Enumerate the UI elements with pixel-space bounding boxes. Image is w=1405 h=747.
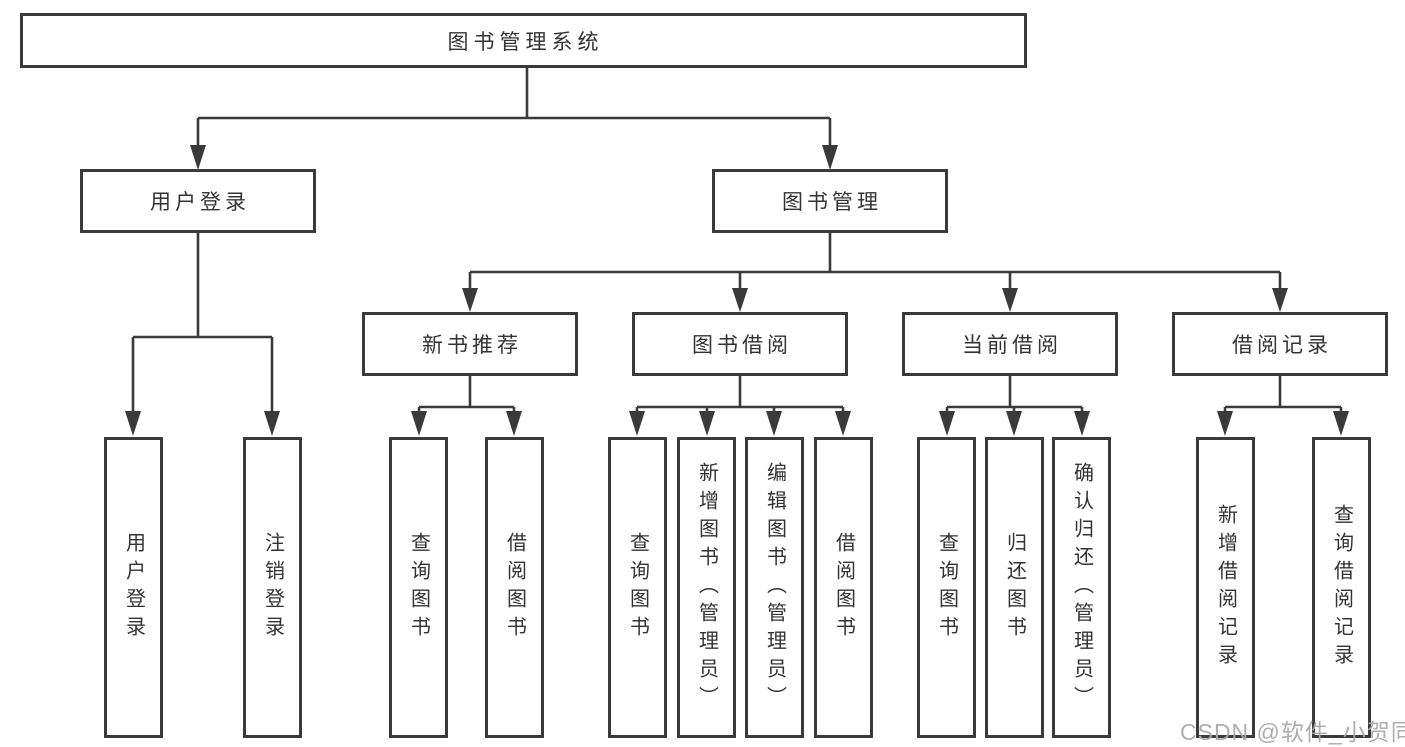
- csdn-watermark: CSDN @软件_小贺同学: [1180, 719, 1405, 745]
- leaf-user-login: 用户登录: [104, 437, 163, 738]
- leaf-logout-label: 注销登录: [261, 531, 284, 644]
- leaf-recommend-query-books: 查询图书: [389, 437, 448, 738]
- connector-borrow-to-leaves: [629, 376, 851, 436]
- leaf-recommend-borrow-books-label: 借阅图书: [503, 531, 526, 644]
- node-borrow-records: 借阅记录: [1172, 312, 1388, 376]
- leaf-query-borrow-record-label: 查询借阅记录: [1330, 503, 1353, 672]
- leaf-user-login-label: 用户登录: [122, 531, 145, 644]
- node-user-login: 用户登录: [80, 169, 316, 233]
- leaf-add-borrow-record-label: 新增借阅记录: [1214, 503, 1237, 672]
- leaf-add-books-admin: 新增图书（管理员）: [677, 437, 736, 738]
- node-book-management-label: 图书管理: [782, 191, 882, 214]
- node-new-book-recommend: 新书推荐: [362, 312, 578, 376]
- leaf-recommend-borrow-books: 借阅图书: [485, 437, 544, 738]
- leaf-current-query-books: 查询图书: [917, 437, 976, 738]
- leaf-confirm-return-admin: 确认归还（管理员）: [1052, 437, 1111, 738]
- node-new-book-recommend-label: 新书推荐: [422, 334, 522, 357]
- connector-current-to-leaves: [939, 376, 1090, 436]
- node-book-management: 图书管理: [712, 169, 948, 233]
- leaf-borrow-books: 借阅图书: [814, 437, 873, 738]
- leaf-return-books-label: 归还图书: [1003, 531, 1026, 644]
- node-borrow-records-label: 借阅记录: [1232, 334, 1332, 357]
- connector-recommend-to-leaves: [411, 376, 522, 436]
- node-user-login-label: 用户登录: [150, 191, 250, 214]
- connector-records-to-leaves: [1217, 376, 1349, 436]
- leaf-edit-books-admin: 编辑图书（管理员）: [745, 437, 804, 738]
- leaf-query-borrow-record: 查询借阅记录: [1312, 437, 1371, 738]
- leaf-add-borrow-record: 新增借阅记录: [1196, 437, 1255, 738]
- node-book-borrow: 图书借阅: [632, 312, 848, 376]
- leaf-return-books: 归还图书: [985, 437, 1044, 738]
- leaf-borrow-books-label: 借阅图书: [832, 531, 855, 644]
- node-book-borrow-label: 图书借阅: [692, 334, 792, 357]
- connector-login-to-leaves: [125, 233, 280, 436]
- leaf-add-books-admin-label: 新增图书（管理员）: [695, 461, 718, 714]
- leaf-borrow-query-books-label: 查询图书: [626, 531, 649, 644]
- node-root-label: 图书管理系统: [447, 30, 604, 54]
- leaf-logout: 注销登录: [243, 437, 302, 738]
- node-root-system: 图书管理系统: [20, 13, 1027, 68]
- connector-root-to-level2: [190, 68, 838, 170]
- connector-management-to-level3: [462, 233, 1288, 312]
- leaf-recommend-query-books-label: 查询图书: [407, 531, 430, 644]
- leaf-edit-books-admin-label: 编辑图书（管理员）: [763, 461, 786, 714]
- node-current-borrow-label: 当前借阅: [962, 334, 1062, 357]
- leaf-borrow-query-books: 查询图书: [608, 437, 667, 738]
- node-current-borrow: 当前借阅: [902, 312, 1118, 376]
- leaf-confirm-return-admin-label: 确认归还（管理员）: [1070, 461, 1093, 714]
- leaf-current-query-books-label: 查询图书: [935, 531, 958, 644]
